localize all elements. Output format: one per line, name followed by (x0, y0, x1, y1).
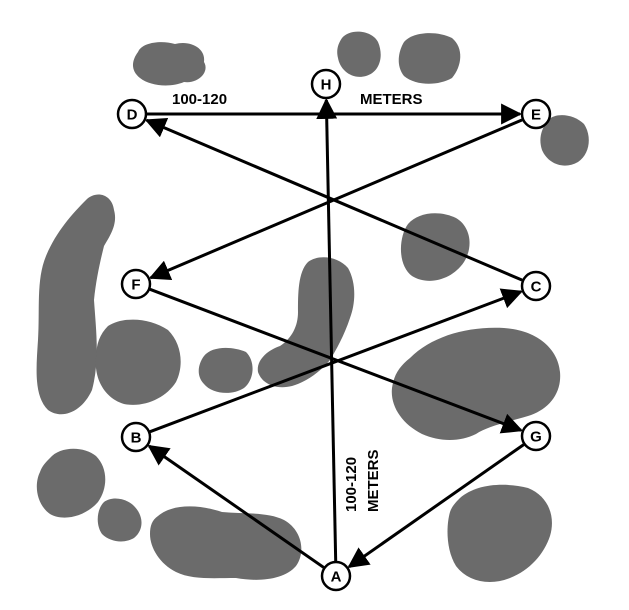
bush-bottom-left-small (97, 498, 142, 542)
point-f-label: F (131, 277, 140, 294)
route-f-to-g (149, 287, 524, 434)
bush-center (257, 257, 355, 388)
point-a-label: A (331, 569, 342, 586)
point-h-circle (310, 68, 342, 100)
bush-top-left (133, 42, 206, 86)
distance-labels: 100-120 METERS 100-120 METERS (172, 91, 423, 512)
bush-top-right (398, 33, 461, 84)
routes-layer (144, 97, 525, 569)
point-h-label: H (321, 77, 332, 94)
point-c-label: C (531, 279, 542, 296)
point-e-label: E (531, 107, 541, 124)
bush-center-small (198, 347, 253, 393)
point-g-circle (520, 420, 552, 452)
bush-right-small (540, 115, 589, 166)
vertical-unit-label: METERS (365, 449, 382, 512)
bush-top-center (337, 31, 381, 77)
bush-bottom-right (447, 484, 552, 582)
point-d-label: D (127, 107, 138, 124)
point-c-circle (520, 270, 552, 302)
bush-left-tall (36, 194, 116, 415)
point-d: D (116, 98, 148, 130)
bush-right-large (391, 327, 561, 440)
horizontal-distance-label: 100-120 (172, 91, 227, 108)
bush-center-right (400, 213, 470, 281)
point-f-circle (120, 268, 152, 300)
point-a-circle (320, 560, 352, 592)
point-b-label: B (131, 430, 142, 447)
horizontal-unit-label: METERS (360, 91, 423, 108)
route-e-to-f (148, 118, 523, 281)
point-h: H (310, 68, 342, 100)
point-b: B (120, 421, 152, 453)
route-a-to-h (316, 97, 338, 562)
route-g-to-a (347, 443, 525, 569)
point-g-label: G (530, 429, 542, 446)
bush-left-mid (95, 319, 181, 405)
vertical-distance-label: 100-120 (343, 457, 360, 512)
bush-bottom-center (150, 506, 302, 580)
point-b-circle (120, 421, 152, 453)
point-f: F (120, 268, 152, 300)
bush-bottom-left (36, 448, 106, 518)
point-d-circle (116, 98, 148, 130)
points-layer: A B C D E F G H (116, 68, 552, 592)
point-e: E (520, 98, 552, 130)
point-e-circle (520, 98, 552, 130)
route-a-to-b (147, 444, 325, 569)
point-c: C (520, 270, 552, 302)
route-b-to-c (149, 288, 523, 434)
point-a: A (320, 560, 352, 592)
point-g: G (520, 420, 552, 452)
